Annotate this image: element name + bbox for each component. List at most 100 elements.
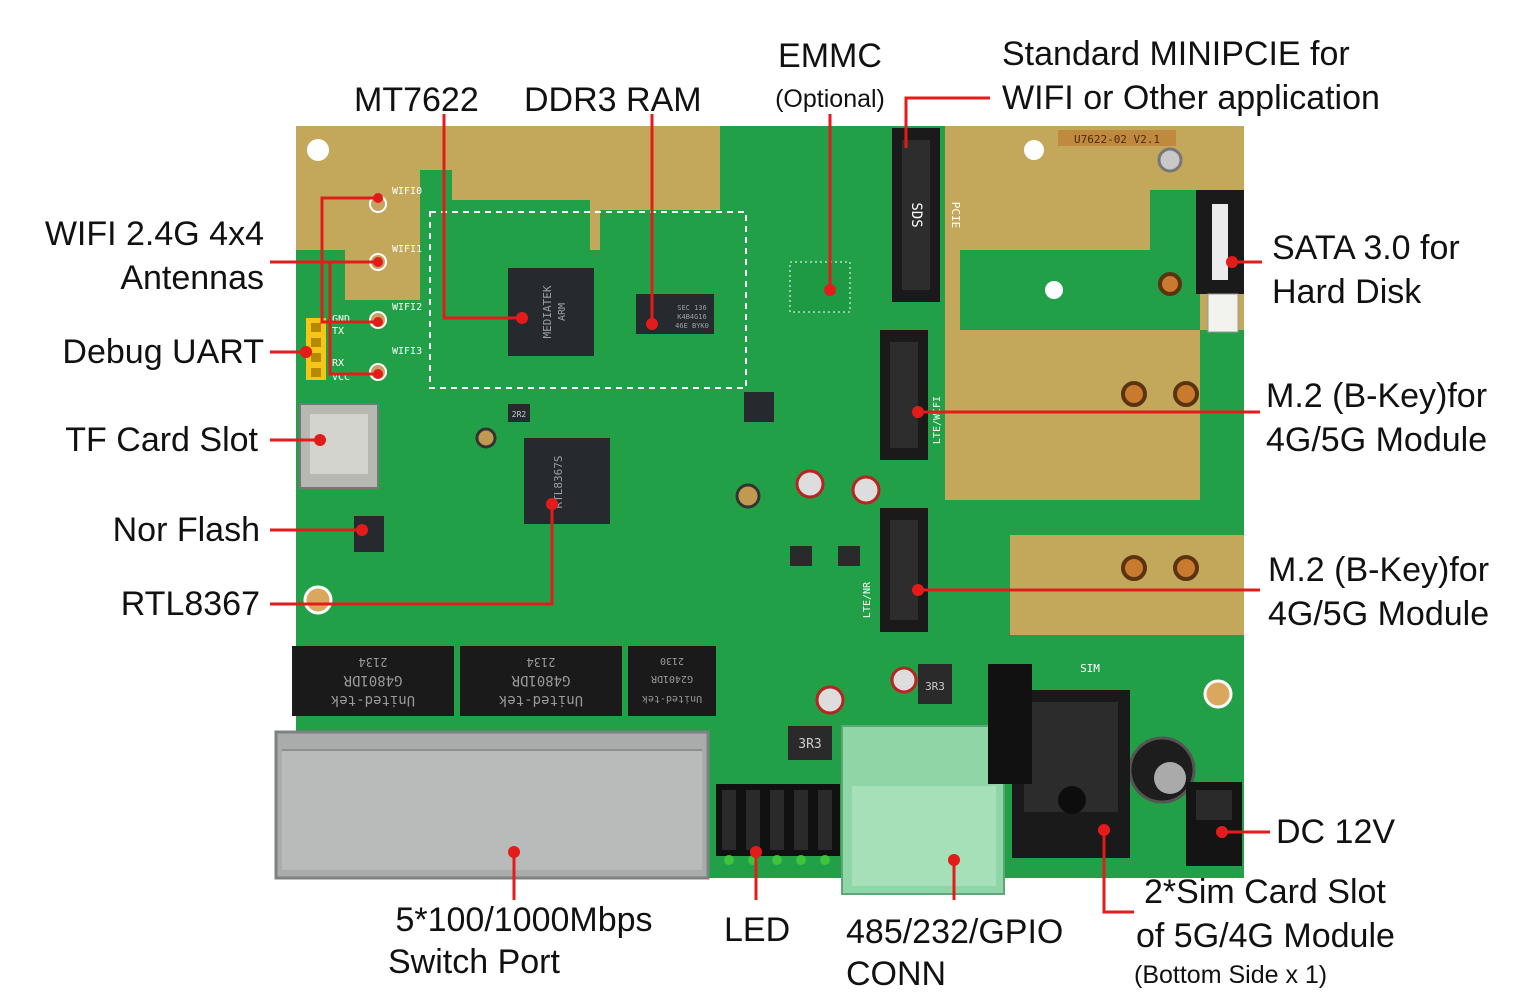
silk-wifi3: WIFI3	[392, 346, 422, 357]
leader-wifi-b	[320, 196, 378, 262]
silk-lte-wifi: LTE/WIFI	[932, 396, 943, 444]
label-minipcie-1: Standard MINIPCIE for	[1002, 35, 1350, 73]
capacitor	[795, 469, 825, 499]
leader-dot	[912, 584, 924, 596]
silk-wifi2: WIFI2	[392, 302, 422, 313]
transformer-body	[460, 646, 622, 716]
m2-standoff	[1173, 555, 1199, 581]
transformer-3	[628, 646, 716, 716]
label-mt7622: MT7622	[354, 81, 479, 119]
inductor-marking: 3R3	[925, 680, 945, 693]
label-debug-uart: Debug UART	[62, 333, 264, 371]
minipcie-slot-inner	[902, 140, 930, 290]
inductor	[788, 726, 832, 760]
led-pin	[722, 790, 736, 850]
sim-holder	[988, 664, 1032, 784]
ddr3-chip-text-1: SEC 136	[677, 304, 707, 312]
label-m2-upper-2: 4G/5G Module	[1266, 421, 1488, 459]
silk-tx: TX	[332, 326, 344, 337]
ddr3-chip-text-2: K4B4G16	[677, 313, 707, 321]
uart-header	[306, 318, 326, 380]
version-plate	[1058, 130, 1176, 146]
version-text: U7622-02 V2.1	[1074, 133, 1160, 146]
small-chip	[744, 392, 774, 422]
label-wifi-1: WIFI 2.4G 4x4	[44, 215, 264, 253]
label-led: LED	[724, 911, 791, 949]
small-inductor	[838, 546, 860, 566]
silk-sim: SIM	[1080, 662, 1100, 675]
transformer-1-code: 2134	[359, 655, 388, 669]
leader-dot	[546, 498, 558, 510]
label-m2-lower-1: M.2 (B-Key)for	[1268, 551, 1490, 589]
label-rtl8367: RTL8367	[120, 585, 260, 623]
sata-connector-inner	[1212, 204, 1228, 280]
leader-dot	[508, 846, 520, 858]
small-chip	[508, 404, 530, 422]
led-pin	[794, 790, 808, 850]
leader-sim	[1102, 830, 1134, 914]
leader-dot	[750, 846, 762, 858]
leader-dot	[1226, 256, 1238, 268]
mount-hole	[735, 483, 761, 509]
leader-dot	[948, 854, 960, 866]
inductor-marking: 3R3	[798, 737, 821, 752]
leader-dot	[912, 406, 924, 418]
shield-outline	[429, 211, 747, 389]
label-sim-1: 2*Sim Card Slot	[1144, 873, 1386, 911]
uart-pin	[311, 368, 321, 377]
copper-zone-top-left	[296, 126, 720, 300]
mt7622-chip-text-1: MEDIATEK	[541, 285, 554, 338]
rtl8367-chip	[524, 438, 610, 524]
small-inductor	[790, 546, 812, 566]
label-minipcie-2: WIFI or Other application	[1002, 79, 1380, 117]
leader-dot	[373, 257, 383, 267]
mount-hole	[303, 585, 333, 615]
uart-pin	[311, 353, 321, 362]
capacitor	[890, 666, 918, 694]
minipcie-standoff-top	[1157, 147, 1183, 173]
leader-rtl	[270, 504, 554, 606]
leader-dot	[824, 284, 836, 296]
led	[724, 855, 734, 865]
silk-pcie: PCIE	[949, 202, 962, 229]
transformer-2-part: G4801DR	[511, 672, 571, 688]
ddr3-chip-text-3: 46E BYK0	[675, 322, 709, 330]
label-nor-flash: Nor Flash	[112, 511, 260, 549]
leader-dot	[1216, 826, 1228, 838]
label-emmc: EMMC	[778, 37, 882, 75]
led	[820, 855, 830, 865]
silk-wifi0: WIFI0	[392, 186, 422, 197]
dc-jack-top	[1196, 790, 1232, 820]
minipcie-standoff	[1158, 272, 1182, 296]
mount-hole	[1203, 679, 1233, 709]
transformer-2-code: 2134	[527, 655, 556, 669]
inductor	[918, 664, 952, 704]
transformer-1-part: G4801DR	[343, 672, 403, 688]
m2-standoff	[1121, 555, 1147, 581]
emmc-footprint	[789, 261, 851, 313]
transformer-3-code: 2130	[660, 655, 684, 666]
leader-dot	[373, 369, 383, 379]
m2-slot-upper-inner	[890, 342, 918, 448]
transformer-body	[292, 646, 454, 716]
transformer-2	[460, 646, 622, 716]
m2-standoff	[1173, 381, 1199, 407]
leader-dot	[314, 434, 326, 446]
transformer-3-part: G2401DR	[650, 673, 693, 684]
transformer-1-brand: United-tek	[330, 692, 415, 708]
label-switch-1: 5*100/1000Mbps	[395, 901, 653, 939]
led-pin	[746, 790, 760, 850]
transformer-2-brand: United-tek	[498, 692, 583, 708]
label-sim-3: (Bottom Side x 1)	[1134, 961, 1328, 989]
sata-power-header	[1207, 293, 1239, 333]
mount-hole	[475, 427, 497, 449]
m2-slot-lower-inner	[890, 520, 918, 620]
transformer-body	[628, 646, 716, 716]
rtl8367-chip-text-1: RTL8367S	[552, 456, 565, 509]
silk-sds: SDS	[908, 202, 924, 227]
led-pin	[770, 790, 784, 850]
label-conn-1: 485/232/GPIO	[846, 913, 1064, 951]
mount-hole-pad	[1024, 140, 1044, 160]
label-m2-lower-2: 4G/5G Module	[1268, 595, 1490, 633]
mount-hole-pad	[1045, 281, 1063, 299]
